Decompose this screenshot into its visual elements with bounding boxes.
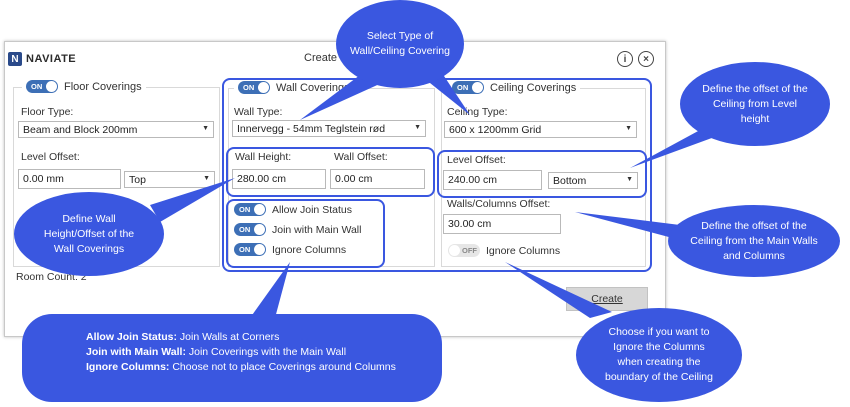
wall-ignore-columns-toggle[interactable]: ON [234, 243, 266, 256]
floor-offset-input[interactable]: 0.00 mm [18, 169, 121, 189]
ignore-columns-callout: Choose if you want to Ignore the Columns… [576, 308, 742, 402]
floor-type-label: Floor Type: [21, 106, 74, 118]
join-main-wall-toggle[interactable]: ON [234, 223, 266, 236]
floor-coverings-toggle[interactable]: ON [26, 80, 58, 93]
wall-ignore-columns-label: Ignore Columns [272, 243, 347, 256]
ceiling-ignore-columns-option[interactable]: OFF Ignore Columns [448, 244, 560, 257]
join-main-wall-option[interactable]: ON Join with Main Wall [234, 223, 361, 236]
ceiling-ignore-columns-label: Ignore Columns [486, 244, 561, 257]
wall-ignore-columns-option[interactable]: ON Ignore Columns [234, 243, 346, 256]
walls-columns-offset-input[interactable]: 30.00 cm [443, 214, 561, 234]
floor-offset-label: Level Offset: [21, 151, 80, 163]
floor-type-select[interactable]: Beam and Block 200mm ▼ [18, 121, 214, 138]
options-line-allow-join-desc: Join Walls at Corners [177, 331, 280, 343]
ceiling-coverings-title: Ceiling Coverings [490, 81, 577, 94]
wall-type-select[interactable]: Innervegg - 54mm Teglstein rød ▼ [232, 120, 426, 137]
options-line-join-main-desc: Join Coverings with the Main Wall [185, 346, 347, 358]
wall-type-value: Innervegg - 54mm Teglstein rød [237, 123, 386, 135]
chevron-down-icon: ▼ [203, 175, 210, 182]
options-line-ignore-columns-desc: Choose not to place Coverings around Col… [169, 361, 396, 373]
options-line-ignore-columns-term: Ignore Columns: [86, 361, 170, 373]
ceiling-offset-input[interactable]: 240.00 cm [443, 170, 542, 190]
options-callout: Allow Join Status: Join Walls at Corners… [22, 314, 442, 402]
create-button[interactable]: Create [566, 287, 648, 311]
naviate-logo: N NAVIATE [8, 52, 76, 66]
wall-height-highlight [226, 147, 435, 197]
allow-join-status-label: Allow Join Status [272, 203, 352, 216]
ceiling-type-select[interactable]: 600 x 1200mm Grid ▼ [444, 121, 637, 138]
ceiling-ignore-columns-toggle[interactable]: OFF [448, 244, 480, 257]
allow-join-status-option[interactable]: ON Allow Join Status [234, 203, 352, 216]
ceiling-type-value: 600 x 1200mm Grid [449, 124, 542, 136]
options-line-allow-join-term: Allow Join Status: [86, 331, 178, 343]
chevron-down-icon: ▼ [202, 125, 209, 132]
options-line-join-main: Join with Main Wall: Join Coverings with… [86, 345, 412, 360]
chevron-down-icon: ▼ [626, 176, 633, 183]
logo-text: NAVIATE [26, 53, 77, 65]
ceiling-offset-callout: Define the offset of the Ceiling from Le… [680, 62, 830, 146]
wall-height-callout: Define Wall Height/Offset of the Wall Co… [14, 192, 164, 276]
options-line-join-main-term: Join with Main Wall: [86, 346, 186, 358]
wall-coverings-toggle[interactable]: ON [238, 81, 270, 94]
floor-type-value: Beam and Block 200mm [23, 124, 138, 136]
ceiling-offset-ref-select[interactable]: Bottom ▼ [548, 172, 638, 189]
naviate-logo-icon: N [8, 52, 22, 66]
join-main-wall-label: Join with Main Wall [272, 223, 362, 236]
floor-coverings-title: Floor Coverings [64, 80, 142, 93]
options-line-allow-join: Allow Join Status: Join Walls at Corners [86, 330, 412, 345]
floor-offset-ref-value: Top [129, 174, 146, 186]
walls-columns-offset-label: Walls/Columns Offset: [447, 198, 551, 210]
wall-offset-input[interactable]: 0.00 cm [330, 169, 425, 189]
chevron-down-icon: ▼ [414, 124, 421, 131]
select-type-callout: Select Type of Wall/Ceiling Covering [336, 0, 464, 88]
wall-type-label: Wall Type: [234, 106, 283, 118]
allow-join-status-toggle[interactable]: ON [234, 203, 266, 216]
dialog-title: Create C [304, 52, 349, 64]
ceiling-walls-callout: Define the offset of the Ceiling from th… [668, 205, 840, 277]
floor-offset-ref-select[interactable]: Top ▼ [124, 171, 215, 188]
ceiling-offset-highlight [437, 150, 647, 198]
wall-offset-label: Wall Offset: [334, 151, 388, 163]
ceiling-offset-label: Level Offset: [447, 154, 506, 166]
info-icon[interactable]: i [617, 51, 633, 67]
chevron-down-icon: ▼ [625, 125, 632, 132]
wall-height-label: Wall Height: [235, 151, 292, 163]
ceiling-offset-ref-value: Bottom [553, 175, 587, 187]
options-line-ignore-columns: Ignore Columns: Choose not to place Cove… [86, 360, 412, 375]
floor-coverings-legend: ON Floor Coverings [22, 80, 146, 93]
wall-options-highlight [226, 199, 385, 268]
close-icon[interactable]: × [638, 51, 654, 67]
